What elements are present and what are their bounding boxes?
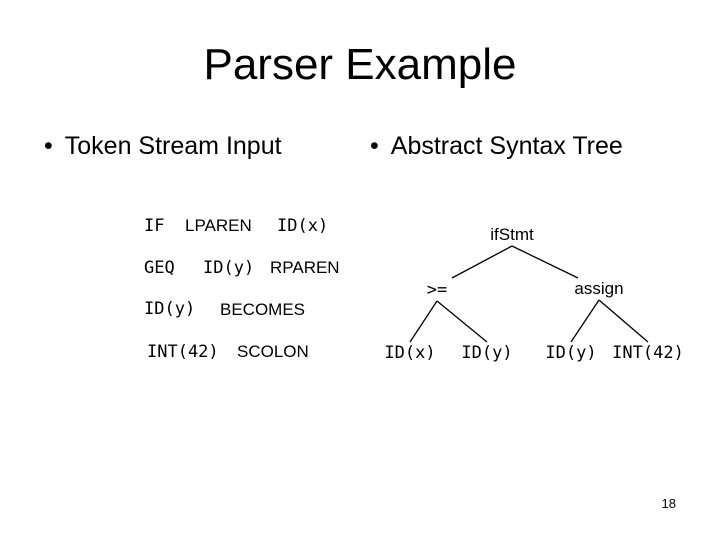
token-id-x: ID(x) [277, 216, 329, 236]
ast-node-id-x: ID(x) [384, 343, 436, 363]
edge-assign-int42 [598, 299, 649, 343]
token-becomes: BECOMES [220, 300, 306, 319]
ast-node-id-y-assign: ID(y) [545, 343, 597, 363]
bullet-label: Abstract Syntax Tree [390, 132, 623, 160]
bullet-dot: • [44, 132, 53, 160]
bullet-label: Token Stream Input [64, 132, 282, 160]
token-int-42: INT(42) [147, 342, 219, 362]
ast-node-int-42: INT(42) [612, 343, 684, 363]
token-id-y: ID(y) [203, 258, 255, 278]
edge-assign-idy2 [570, 299, 600, 343]
token-id-y: ID(y) [144, 299, 196, 319]
edge-geq-idx [409, 300, 438, 343]
page-number: 18 [661, 496, 676, 511]
ast-node-assign: assign [574, 279, 624, 298]
bullet-ast: • Abstract Syntax Tree [370, 132, 623, 161]
slide-title: Parser Example [203, 40, 517, 89]
ast-node-id-y: ID(y) [461, 343, 513, 363]
bullet-dot: • [370, 132, 379, 160]
token-scolon: SCOLON [237, 342, 309, 361]
token-rparen: RPAREN [270, 258, 340, 277]
bullet-token-stream: • Token Stream Input [44, 132, 282, 161]
edge-geq-idy1 [436, 300, 488, 343]
ast-node-ifstmt: ifStmt [490, 225, 534, 244]
edge-ifstmt-assign [511, 245, 579, 279]
edge-ifstmt-geq [451, 245, 513, 279]
token-geq: GEQ [144, 258, 175, 278]
token-lparen: LPAREN [185, 216, 252, 235]
ast-node-geq: >= [426, 280, 448, 300]
token-if: IF [144, 216, 165, 236]
